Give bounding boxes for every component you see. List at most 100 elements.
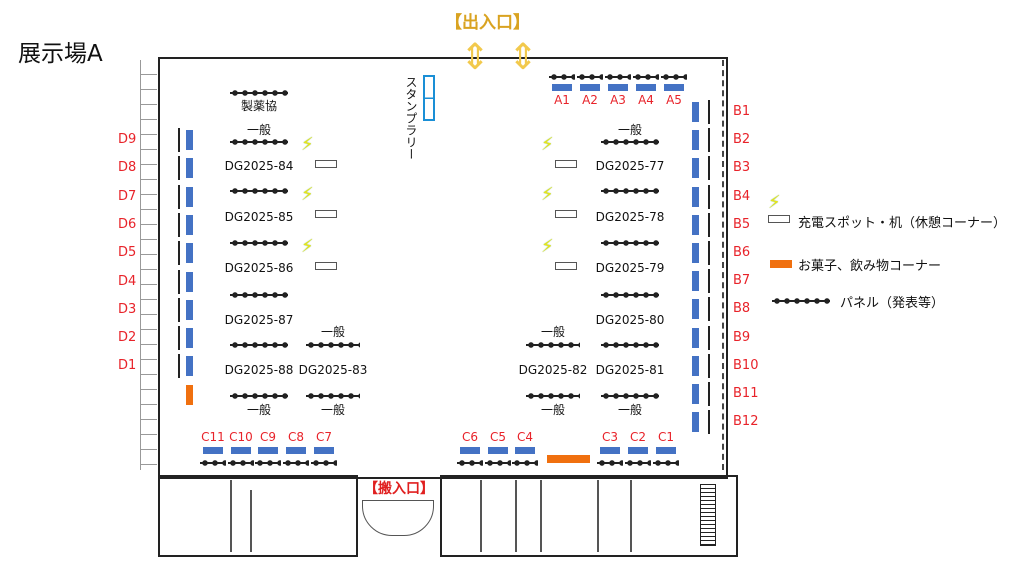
booth-table[interactable] [186, 158, 193, 179]
booth-table[interactable] [286, 447, 306, 454]
charging-desk[interactable] [315, 210, 337, 218]
poster-label: 一般 [320, 403, 346, 417]
entrance-arrow-icon: ⇕ [460, 37, 491, 78]
booth-table[interactable] [692, 327, 699, 348]
booth-panel [549, 74, 575, 80]
booth-table[interactable] [692, 243, 699, 263]
booth-panel [708, 100, 710, 124]
booth-table[interactable] [515, 447, 535, 454]
booth-table[interactable] [580, 84, 600, 91]
booth-table[interactable] [692, 384, 699, 404]
booth-table[interactable] [692, 271, 699, 292]
poster-panel [230, 90, 288, 96]
charging-desk[interactable] [555, 210, 577, 218]
booth-table[interactable] [692, 158, 699, 179]
charging-desk[interactable] [315, 160, 337, 168]
booth-panel [178, 297, 180, 322]
booth-label-d: D3 [118, 301, 137, 317]
booth-panel [178, 128, 180, 152]
booth-table[interactable] [186, 299, 193, 320]
booth-table[interactable] [692, 130, 699, 151]
booth-panel [178, 354, 180, 379]
booth-table[interactable] [186, 356, 193, 377]
charging-desk[interactable] [555, 262, 577, 270]
booth-label-b: B5 [733, 216, 751, 232]
booth-panel [577, 74, 603, 80]
panel-legend-icon [772, 298, 830, 304]
booth-table[interactable] [186, 328, 193, 349]
booth-table[interactable] [314, 447, 334, 454]
booth-label-b: B8 [733, 301, 751, 317]
legend-charging: 充電スポット・机（休憩コーナー） [798, 216, 1007, 231]
booth-label-d: D7 [118, 188, 137, 204]
booth-table[interactable] [692, 355, 699, 376]
poster-label: 一般 [540, 403, 566, 417]
booth-label-c: C11 [201, 430, 225, 444]
booth-table[interactable] [600, 447, 620, 454]
booth-table[interactable] [608, 84, 628, 91]
booth-panel [178, 212, 180, 237]
charging-spot-icon: ⚡ [541, 134, 554, 155]
booth-table[interactable] [552, 84, 572, 91]
booth-table[interactable] [231, 447, 251, 454]
poster-label: DG2025-81 [595, 363, 665, 377]
right-wall [722, 60, 724, 470]
booth-table[interactable] [692, 186, 699, 207]
booth-label-b: B10 [733, 357, 759, 373]
booth-panel [597, 460, 623, 466]
booth-table[interactable] [692, 299, 699, 320]
booth-table[interactable] [258, 447, 278, 454]
poster-label: DG2025-88 [224, 363, 294, 377]
booth-table[interactable] [488, 447, 508, 454]
booth-table[interactable] [692, 412, 699, 433]
poster-label: 一般 [617, 123, 643, 137]
booth-table[interactable] [692, 214, 699, 235]
booth-table[interactable] [460, 447, 480, 454]
poster-panel [601, 292, 659, 298]
room-divider [597, 480, 599, 552]
booth-table[interactable] [186, 186, 193, 207]
booth-table[interactable] [186, 130, 193, 150]
charging-desk[interactable] [555, 160, 577, 168]
booth-panel [708, 410, 710, 435]
poster-panel [601, 240, 659, 246]
poster-panel [230, 342, 288, 348]
booth-table[interactable] [692, 102, 699, 122]
poster-label: DG2025-85 [224, 210, 294, 224]
booth-panel [708, 269, 710, 294]
booth-table[interactable] [656, 447, 676, 454]
booth-panel [653, 460, 679, 466]
room-divider [630, 480, 632, 552]
booth-panel [661, 74, 687, 80]
snack-legend-swatch [770, 260, 792, 268]
booth-panel [708, 241, 710, 265]
booth-panel [178, 156, 180, 181]
charging-desk[interactable] [315, 262, 337, 270]
booth-panel [457, 460, 483, 466]
left-doors [140, 60, 157, 470]
booth-table[interactable] [664, 84, 684, 91]
stamp-rally-table [423, 75, 435, 121]
booth-panel [708, 382, 710, 406]
poster-label: DG2025-78 [595, 210, 665, 224]
booth-table[interactable] [186, 271, 193, 292]
booth-label-c: C2 [629, 430, 647, 444]
charging-legend-icon: ⚡ [768, 192, 781, 213]
poster-label: DG2025-84 [224, 159, 294, 173]
booth-table[interactable] [203, 447, 223, 454]
snack-corner [186, 385, 193, 405]
entrance-label: 【出入口】 [445, 13, 530, 33]
room-divider [480, 480, 482, 552]
booth-label-b: B12 [733, 414, 759, 430]
booth-table[interactable] [186, 243, 193, 264]
loading-doors[interactable] [362, 500, 434, 536]
booth-table[interactable] [186, 214, 193, 235]
booth-panel [178, 326, 180, 351]
poster-label: 一般 [246, 123, 272, 137]
poster-label: 製薬協 [240, 99, 278, 113]
booth-table[interactable] [628, 447, 648, 454]
booth-label-a: A1 [554, 93, 570, 107]
poster-panel [601, 139, 659, 145]
booth-label-d: D1 [118, 358, 137, 374]
booth-table[interactable] [636, 84, 656, 91]
